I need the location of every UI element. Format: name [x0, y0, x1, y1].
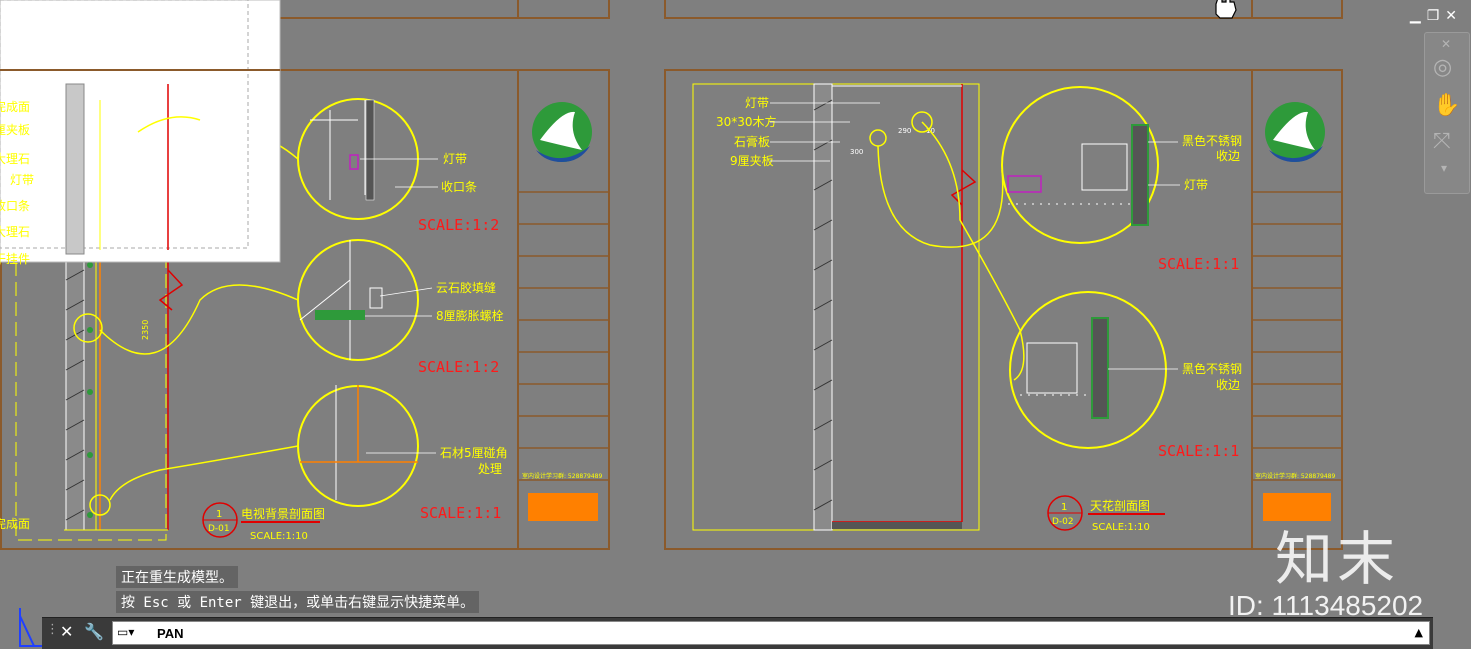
- window-controls[interactable]: ▁❐✕: [1410, 8, 1463, 24]
- steering-wheel-icon[interactable]: ◎: [1433, 55, 1453, 80]
- navigation-bar: ✕ ◎ ✋ ⤧ ▾: [1424, 32, 1470, 194]
- right-detail1-scale: SCALE:1:1: [1158, 255, 1239, 273]
- detail1-scale: SCALE:1:2: [418, 216, 499, 234]
- drawing-scale-right: SCALE:1:10: [1092, 522, 1150, 533]
- detail1-label-1: 灯带: [443, 152, 467, 166]
- customize-wrench-icon[interactable]: 🔧: [84, 622, 104, 641]
- watermark-logo: 知末: [1275, 525, 1400, 593]
- svg-text:厘夹板: 厘夹板: [0, 123, 30, 137]
- sheet-right: 室内设计学习群: 528879489 灯带 30*30木方 石膏板 9厘夹板 3…: [664, 69, 1343, 550]
- company-logo-left: [532, 102, 592, 162]
- right-detail1-label-3: 灯带: [1184, 178, 1208, 192]
- title-block-footer-right: 室内设计学习群: 528879489: [1255, 472, 1335, 480]
- history-chevron-up-icon[interactable]: ▲: [1414, 626, 1423, 639]
- zoom-extents-icon[interactable]: ⤧: [1433, 129, 1451, 154]
- minimize-icon[interactable]: ▁: [1409, 8, 1427, 24]
- right-detail-circle-2: [1009, 291, 1167, 449]
- right-top-label-1: 灯带: [745, 96, 769, 110]
- svg-text:300: 300: [850, 148, 863, 156]
- top-frames: [0, 0, 1343, 19]
- detail2-scale: SCALE:1:2: [418, 358, 499, 376]
- command-history-line-1: 正在重生成模型。: [116, 566, 238, 588]
- right-top-label-3: 石膏板: [734, 134, 770, 149]
- right-detail1-label-1: 黑色不锈钢: [1182, 134, 1242, 148]
- svg-text:干挂件: 干挂件: [0, 252, 30, 266]
- right-detail2-label-1: 黑色不锈钢: [1182, 362, 1242, 376]
- right-detail1-label-2: 收边: [1216, 149, 1240, 163]
- svg-text:290: 290: [898, 127, 911, 135]
- right-top-label-2: 30*30木方: [716, 114, 777, 129]
- navbar-close-icon[interactable]: ✕: [1441, 37, 1452, 51]
- navbar-menu-icon[interactable]: ▾: [1441, 161, 1448, 175]
- detail1-label-2: 收口条: [441, 180, 477, 194]
- svg-text:D-01: D-01: [208, 524, 230, 534]
- detail2-label-2: 8厘膨胀螺栓: [436, 308, 504, 323]
- right-detail2-label-2: 收边: [1216, 378, 1240, 392]
- detail-circle-2: [297, 239, 419, 361]
- section-tag-left: 1 D-01 电视背景剖面图 SCALE:1:10: [202, 502, 325, 542]
- svg-text:1: 1: [216, 509, 222, 520]
- drawing-title-left: 电视背景剖面图: [241, 506, 325, 521]
- detail3-scale: SCALE:1:1: [420, 504, 501, 522]
- drawing-scale-left: SCALE:1:10: [250, 531, 308, 542]
- command-line: ⋮ ✕ 🔧 ▭▾ PAN ▲: [42, 617, 1433, 649]
- svg-text:大理石: 大理石: [0, 225, 30, 239]
- svg-text:1: 1: [1061, 502, 1067, 513]
- pan-hand-cursor: [1215, 0, 1237, 19]
- drawing-title-right: 天花剖面图: [1090, 498, 1150, 513]
- close-command-line-icon[interactable]: ✕: [60, 622, 74, 641]
- command-prompt-icon[interactable]: ▭▾: [117, 625, 135, 639]
- command-input[interactable]: ▭▾ PAN ▲: [112, 621, 1430, 645]
- detail2-label-1: 云石胶填缝: [436, 280, 496, 295]
- watermark-id: ID: 1113485202: [1228, 590, 1424, 621]
- svg-text:大理石: 大理石: [0, 152, 30, 166]
- label-8: 完成面: [0, 516, 30, 531]
- ucs-icon: [19, 608, 44, 647]
- svg-text:完成面: 完成面: [0, 99, 30, 114]
- svg-text:收口条: 收口条: [0, 199, 30, 213]
- title-block-footer-left: 室内设计学习群: 528879489: [522, 472, 602, 480]
- detail3-label-2: 处理: [478, 462, 502, 476]
- right-top-label-4: 9厘夹板: [730, 154, 774, 168]
- svg-text:D-02: D-02: [1052, 517, 1074, 527]
- grip-handle-icon[interactable]: ⋮: [46, 622, 59, 637]
- command-input-value: PAN: [157, 626, 184, 641]
- detail3-label-1: 石材5厘碰角: [440, 446, 508, 460]
- svg-text:2350: 2350: [141, 320, 150, 340]
- company-logo-right: [1265, 102, 1325, 162]
- section-tag-right: 1 D-02 天花剖面图 SCALE:1:10: [1047, 495, 1165, 533]
- paper-viewport: [0, 0, 281, 263]
- close-icon[interactable]: ✕: [1445, 8, 1463, 24]
- pan-icon[interactable]: ✋: [1433, 93, 1461, 118]
- restore-icon[interactable]: ❐: [1426, 8, 1446, 24]
- right-detail2-scale: SCALE:1:1: [1158, 442, 1239, 460]
- command-history-line-2: 按 Esc 或 Enter 键退出，或单击右键显示快捷菜单。: [116, 591, 480, 613]
- right-detail-circle-1: [1001, 86, 1159, 244]
- svg-text:灯带: 灯带: [10, 173, 34, 187]
